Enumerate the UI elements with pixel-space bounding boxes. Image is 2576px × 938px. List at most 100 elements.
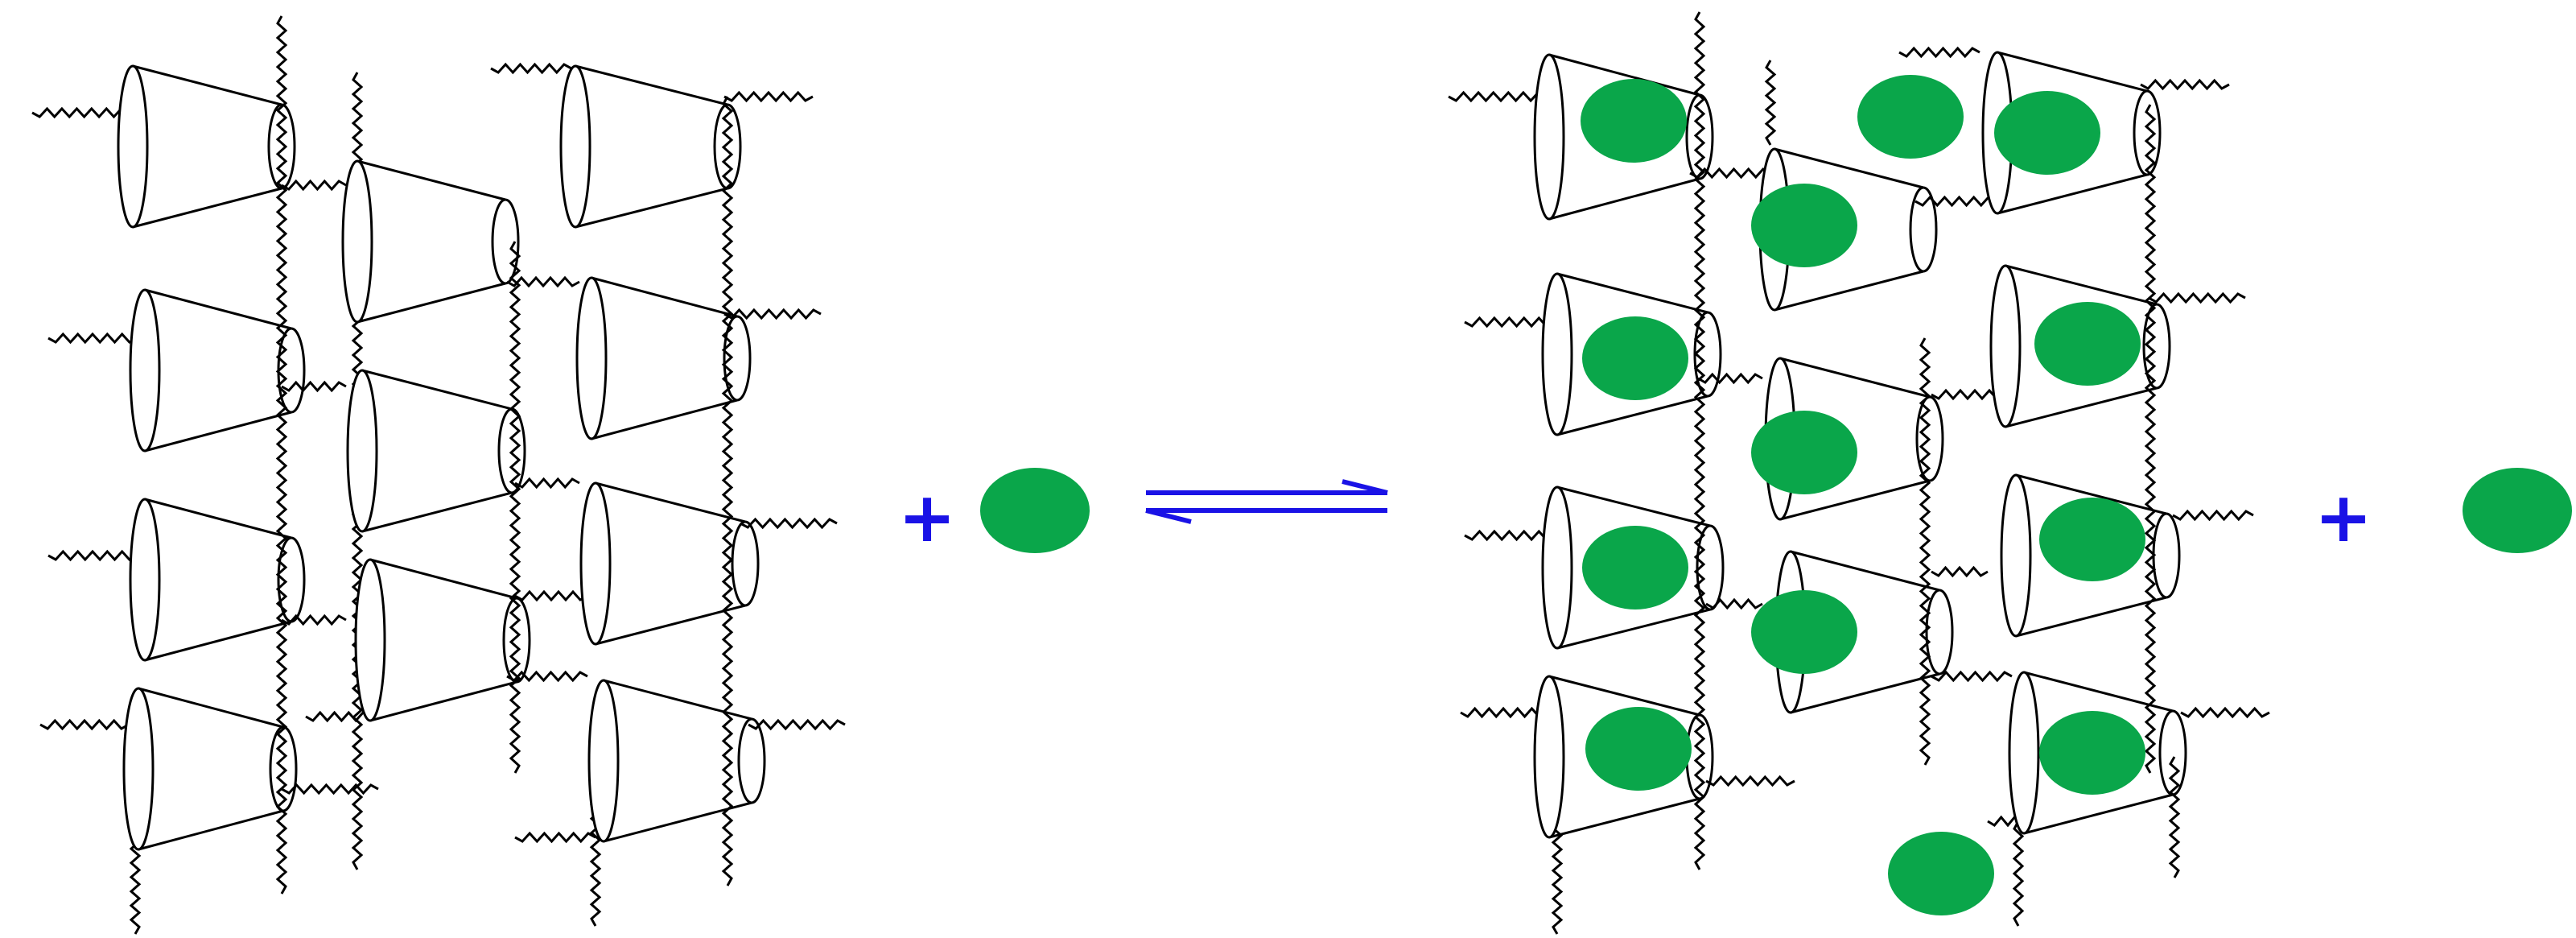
cyclodextrin-cone-loaded <box>1533 675 1714 839</box>
cone-bottom-edge <box>575 187 728 229</box>
cone-bottom-edge <box>369 680 517 722</box>
cone-wide-rim <box>587 679 620 843</box>
cone-bottom-edge <box>357 282 506 324</box>
polymer-chain-horizontal <box>281 179 347 192</box>
cone-narrow-rim <box>723 315 752 402</box>
cone-top-edge <box>2015 473 2167 515</box>
included-guest-molecule <box>1582 316 1688 400</box>
polymer-chain-vertical <box>2012 820 2025 927</box>
cyclodextrin-cone-empty <box>354 558 531 722</box>
polymer-chain-vertical <box>1764 60 1777 146</box>
polymer-chain-horizontal <box>1931 388 2005 401</box>
cone-narrow-rim <box>2152 512 2181 599</box>
cone-bottom-edge <box>595 604 746 646</box>
cone-top-edge <box>369 558 517 600</box>
polymer-chain-horizontal <box>305 710 371 723</box>
polymer-chain-vertical <box>509 241 521 774</box>
cone-top-edge <box>575 64 728 106</box>
cyclodextrin-cone-empty <box>575 276 752 440</box>
cone-top-edge <box>591 276 738 318</box>
cone-top-edge <box>361 369 513 411</box>
reverse-arrow-half-head <box>1145 508 1192 524</box>
included-guest-molecule <box>1888 832 1994 915</box>
included-guest-molecule <box>1751 590 1857 674</box>
polymer-chain-horizontal <box>2140 78 2230 91</box>
guest-loaded-cyclodextrin-network <box>1448 11 2270 935</box>
cone-bottom-edge <box>138 809 284 851</box>
cone-bottom-edge <box>2015 596 2167 638</box>
cone-bottom-edge <box>144 620 292 662</box>
cyclodextrin-cone-empty <box>559 64 742 229</box>
cyclodextrin-cone-loaded <box>2000 473 2181 638</box>
cone-wide-rim <box>1541 486 1573 650</box>
included-guest-molecule <box>2034 302 2141 386</box>
polymer-chain-horizontal <box>1914 195 1997 208</box>
cyclodextrin-cone-empty <box>341 159 520 324</box>
cone-narrow-rim <box>1925 589 1954 676</box>
cone-top-edge <box>144 498 292 539</box>
included-guest-molecule <box>1857 75 1964 159</box>
polymer-chain-vertical <box>275 15 288 895</box>
cone-narrow-rim <box>277 536 306 623</box>
cone-wide-rim <box>1533 53 1565 221</box>
cone-wide-rim <box>579 481 612 646</box>
cyclodextrin-cone-loaded <box>1541 272 1722 436</box>
cyclodextrin-cone-loaded <box>1989 264 2171 428</box>
cone-bottom-edge <box>2023 793 2174 835</box>
cone-bottom-edge <box>603 801 752 843</box>
polymer-chain-horizontal <box>490 62 572 75</box>
cyclodextrin-cone-empty <box>129 288 306 452</box>
cone-wide-rim <box>129 288 161 452</box>
cone-narrow-rim <box>277 327 306 414</box>
polymer-chain-horizontal <box>514 831 596 844</box>
plus-sign-left: + <box>898 477 956 558</box>
polymer-chain-vertical <box>2168 756 2181 878</box>
polymer-chain-vertical <box>1919 337 1931 766</box>
free-guest-molecule-left <box>980 468 1090 553</box>
cone-narrow-rim <box>1915 395 1944 482</box>
polymer-chain-vertical <box>589 796 602 927</box>
cone-narrow-rim <box>2158 709 2187 796</box>
cone-bottom-edge <box>591 399 738 440</box>
cyclodextrin-cone-empty <box>346 369 526 533</box>
cone-bottom-edge <box>1556 608 1711 650</box>
polymer-chain-horizontal <box>281 783 379 795</box>
polymer-chain-horizontal <box>2180 706 2270 719</box>
cone-bottom-edge <box>1556 395 1708 436</box>
cone-wide-rim <box>2008 671 2040 835</box>
polymer-chain-horizontal <box>281 614 347 626</box>
cyclodextrin-cone-loaded <box>1533 53 1714 221</box>
cyclodextrin-cone-empty <box>117 64 296 229</box>
cone-narrow-rim <box>491 198 520 285</box>
polymer-chain-horizontal <box>1898 46 1980 59</box>
cyclodextrin-cone-empty <box>122 687 298 851</box>
polymer-chain-vertical <box>1693 11 1706 870</box>
cone-top-edge <box>357 159 506 201</box>
cone-top-edge <box>1774 147 1924 189</box>
cone-narrow-rim <box>1685 93 1714 180</box>
polymer-chain-horizontal <box>2148 291 2246 304</box>
cone-wide-rim <box>354 558 386 722</box>
cone-bottom-edge <box>2005 386 2158 428</box>
cone-narrow-rim <box>731 520 760 607</box>
cone-narrow-rim <box>1696 524 1725 611</box>
cone-narrow-rim <box>267 103 296 190</box>
cone-bottom-edge <box>1790 672 1940 714</box>
cone-top-edge <box>2023 671 2174 713</box>
cone-narrow-rim <box>713 103 742 190</box>
equilibrium-arrows <box>1145 479 1388 524</box>
forward-arrow-half-head <box>1342 479 1388 495</box>
included-guest-molecule <box>1582 526 1688 609</box>
cone-wide-rim <box>575 276 608 440</box>
cone-narrow-rim <box>497 407 526 494</box>
polymer-chain-vertical <box>721 96 734 886</box>
free-guest-molecule-right <box>2463 468 2572 553</box>
cyclodextrin-cone-empty <box>129 498 306 662</box>
cone-top-edge <box>2005 264 2158 306</box>
included-guest-molecule <box>1585 707 1692 791</box>
included-guest-molecule <box>1994 91 2100 175</box>
polymer-chain-horizontal <box>723 308 822 320</box>
included-guest-molecule <box>1581 79 1687 163</box>
polymer-chain-horizontal <box>1697 372 1763 385</box>
polymer-chain-horizontal <box>31 106 130 119</box>
